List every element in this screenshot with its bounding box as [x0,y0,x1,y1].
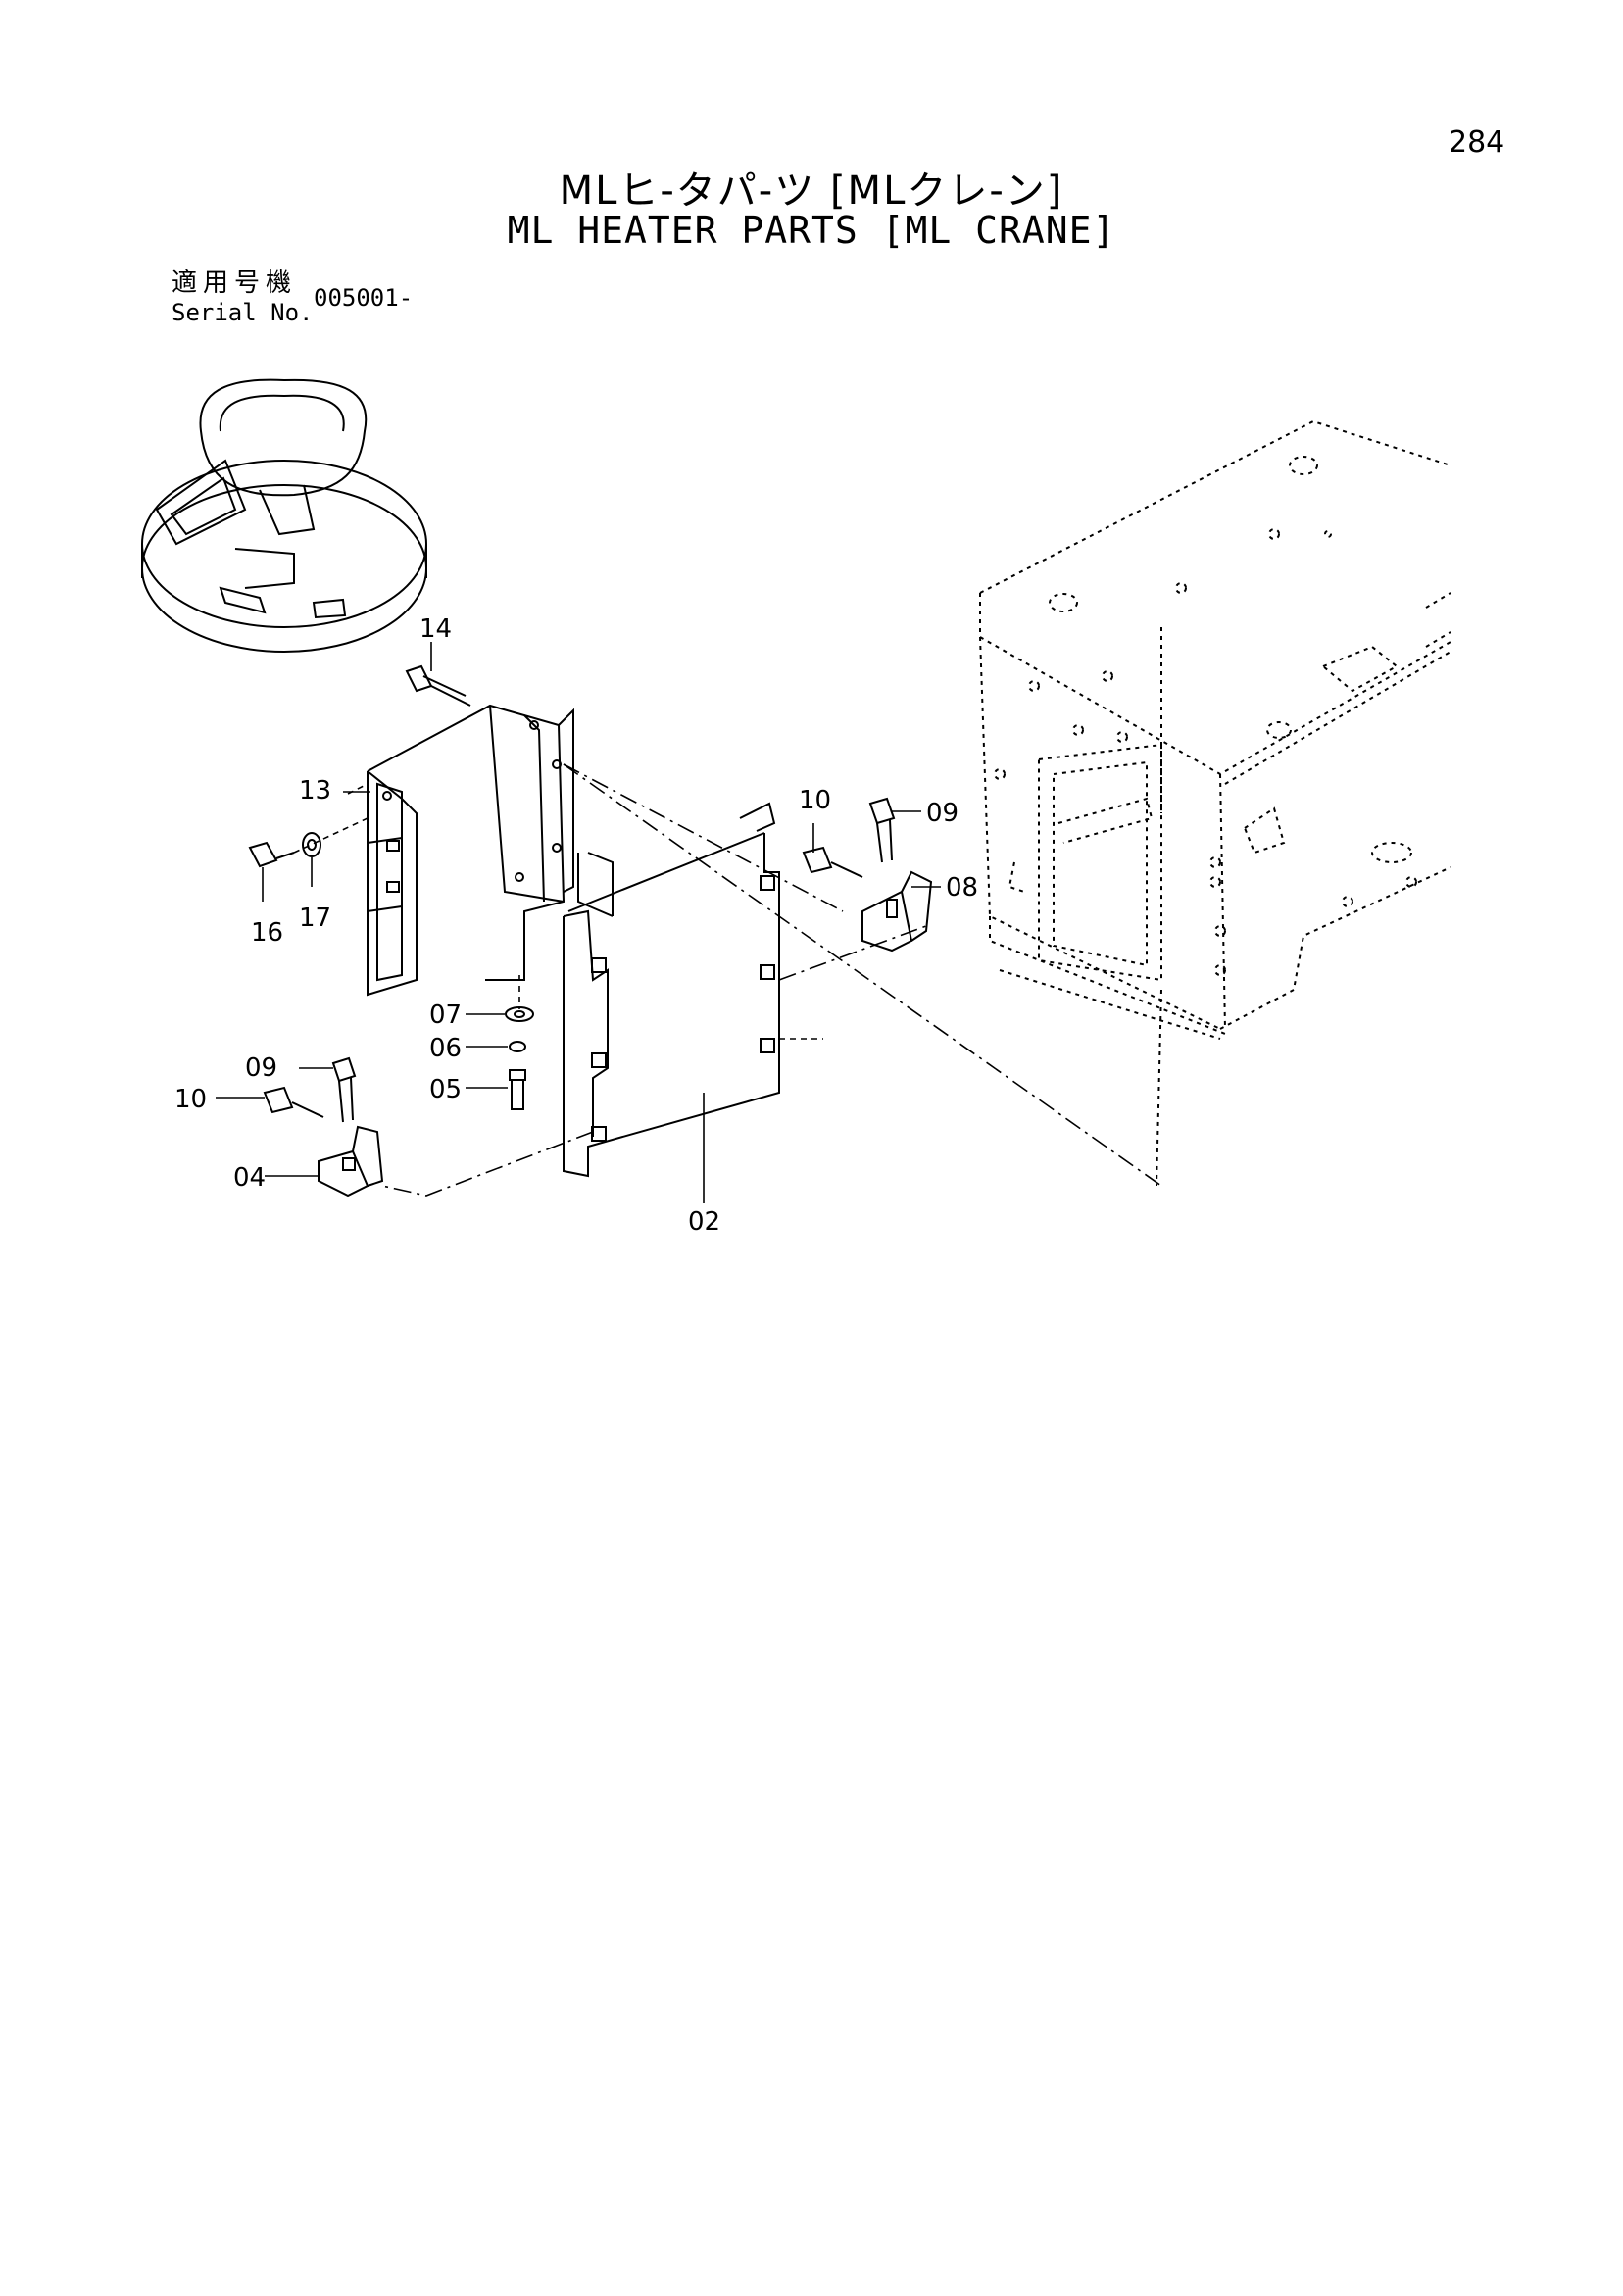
part-02-bracket-plate [563,802,780,1178]
fastener-bolt-09-upper [868,797,896,863]
callout-10-upper: 10 [799,786,831,815]
part-08-angle-bracket [861,870,933,953]
part-04-angle-bracket [318,1125,384,1197]
callout-labels: 14 13 16 17 10 09 08 07 06 05 09 10 04 0… [174,614,978,1237]
fastener-bolt-16 [248,841,295,868]
fastener-bolt-10-upper [802,846,863,878]
serial-label-japanese: 適用号機 [172,269,298,298]
callout-leader-lines [216,642,941,1203]
page-title-english: ML HEATER PARTS [ML CRANE] [507,209,1116,252]
fastener-bolt-14 [405,664,471,707]
callout-02: 02 [688,1207,720,1237]
washer-07 [505,1006,534,1022]
callout-13: 13 [299,776,331,806]
callout-07: 07 [429,1001,462,1030]
callout-04: 04 [233,1163,266,1193]
fastener-bolt-09-lower [331,1056,357,1123]
spring-washer-06 [509,1041,526,1052]
callout-05: 05 [429,1075,462,1104]
callout-14: 14 [419,614,452,644]
assembly-reference-lines [293,763,1162,1197]
upper-frame-structure [979,419,1451,1187]
serial-label-english: Serial No. [172,299,314,326]
callout-08: 08 [946,873,978,903]
callout-09-lower: 09 [245,1053,277,1083]
fastener-bolt-10-lower [263,1086,324,1118]
machine-overview-illustration [141,378,427,653]
callout-10-lower: 10 [174,1085,207,1114]
callout-16: 16 [251,918,283,948]
page-title-japanese: MLヒ-タパ-ツ [MLクレ-ン] [559,169,1064,214]
washer-17 [302,832,321,857]
callout-17: 17 [299,904,331,933]
serial-number-value: 005001- [314,284,414,312]
fastener-bolt-05 [509,1069,526,1110]
page-number: 284 [1449,125,1505,160]
callout-06: 06 [429,1034,462,1063]
callout-09-upper: 09 [926,799,959,828]
part-13-cover-plate [367,704,574,997]
